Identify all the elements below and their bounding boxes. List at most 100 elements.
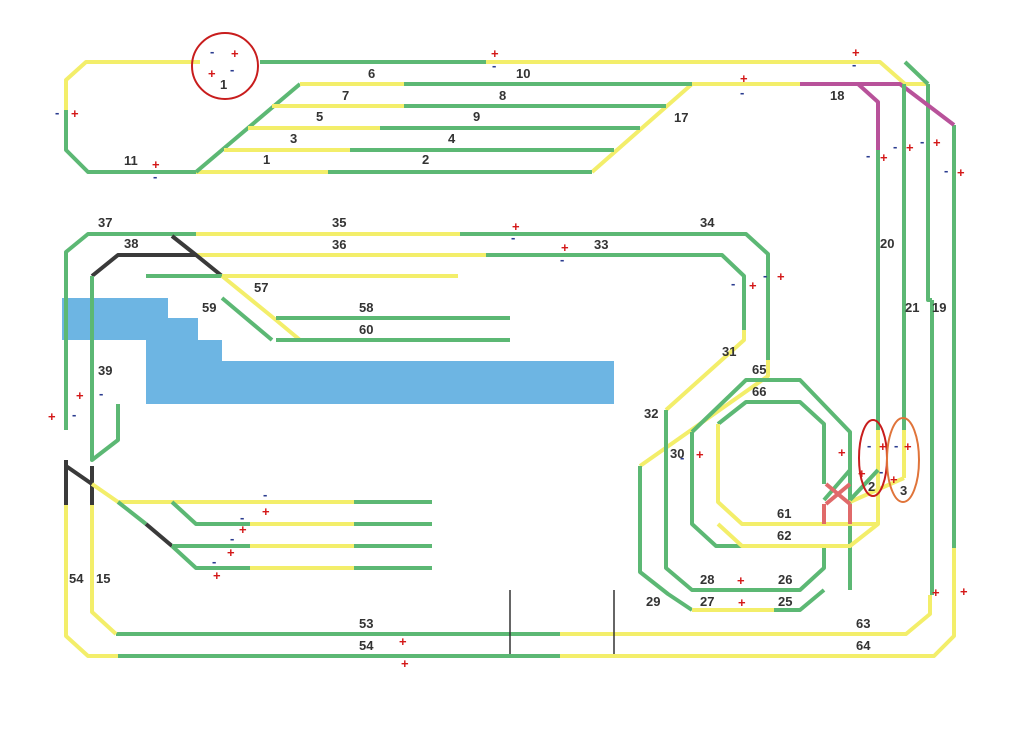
label-track-38: 38 <box>124 236 138 251</box>
track-segment <box>144 522 174 548</box>
minus-sign: - <box>212 554 216 569</box>
track-segment <box>170 234 198 257</box>
track-segment <box>170 500 250 526</box>
label-track-2: 2 <box>422 152 429 167</box>
label-track-18: 18 <box>830 88 844 103</box>
plus-sign: + <box>904 439 912 454</box>
track-29 <box>638 466 694 612</box>
label-track-60: 60 <box>359 322 373 337</box>
label-track-54-bottom: 54 <box>359 638 374 653</box>
track-30 <box>664 410 774 592</box>
minus-sign: - <box>763 268 767 283</box>
track-segment <box>64 60 200 110</box>
label-track-34: 34 <box>700 215 715 230</box>
label-track-25: 25 <box>778 594 792 609</box>
plus-sign: + <box>738 595 746 610</box>
plus-sign: + <box>858 466 866 481</box>
minus-sign: - <box>492 58 496 73</box>
minus-sign: - <box>230 62 234 77</box>
minus-sign: - <box>852 57 856 72</box>
polarity-marks: - + + - + - + - + - - + + - - + - + - + … <box>48 44 968 671</box>
minus-sign: - <box>99 386 103 401</box>
plus-sign: + <box>491 46 499 61</box>
plus-sign: + <box>890 472 898 487</box>
minus-sign: - <box>731 276 735 291</box>
plus-sign: + <box>208 66 216 81</box>
minus-sign: - <box>740 85 744 100</box>
marker-2-label: 2 <box>868 479 875 494</box>
track-segment <box>560 595 932 636</box>
label-track-53: 53 <box>359 616 373 631</box>
marker-circle-1 <box>191 32 259 100</box>
track-15 <box>90 505 118 636</box>
label-track-29: 29 <box>646 594 660 609</box>
track-segment <box>903 60 930 86</box>
track-segment <box>250 500 354 570</box>
label-track-27: 27 <box>700 594 714 609</box>
plus-sign: + <box>71 106 79 121</box>
minus-sign: - <box>894 438 898 453</box>
plus-sign: + <box>401 656 409 671</box>
label-track-59: 59 <box>202 300 216 315</box>
plus-sign: + <box>879 439 887 454</box>
middle-level <box>64 232 770 505</box>
minus-sign: - <box>263 487 267 502</box>
minus-sign: - <box>866 148 870 163</box>
plus-sign: + <box>231 46 239 61</box>
minus-sign: - <box>879 464 883 479</box>
helix-loops <box>638 378 905 612</box>
plus-sign: + <box>737 573 745 588</box>
plus-sign: + <box>777 269 785 284</box>
track-39 <box>90 276 120 462</box>
label-track-10: 10 <box>516 66 530 81</box>
plus-sign: + <box>227 545 235 560</box>
track-54-left <box>64 505 118 658</box>
markers <box>191 32 920 503</box>
track-65 <box>690 432 824 548</box>
label-track-63: 63 <box>856 616 870 631</box>
plus-sign: + <box>213 568 221 583</box>
track-segment <box>354 500 432 570</box>
label-track-30: 30 <box>670 446 684 461</box>
track-25 <box>774 588 826 612</box>
label-track-17: 17 <box>674 110 688 125</box>
label-track-54-left: 54 <box>69 571 84 586</box>
staging-yard <box>194 82 956 478</box>
label-track-21: 21 <box>905 300 919 315</box>
label-track-7: 7 <box>342 88 349 103</box>
track-segment <box>170 544 250 570</box>
label-track-61: 61 <box>777 506 791 521</box>
track-64 <box>560 548 956 658</box>
label-track-8: 8 <box>499 88 506 103</box>
outer-loop <box>64 60 956 658</box>
track-segment <box>64 460 94 505</box>
track-18 <box>800 82 956 127</box>
plus-sign: + <box>932 585 940 600</box>
plus-sign: + <box>740 71 748 86</box>
label-track-66: 66 <box>752 384 766 399</box>
section-dividers <box>509 590 615 654</box>
track-10-segment <box>486 60 928 86</box>
label-track-37: 37 <box>98 215 112 230</box>
marker-1-label: 1 <box>220 77 227 92</box>
minus-sign: - <box>920 134 924 149</box>
minus-sign: - <box>55 105 59 120</box>
plus-sign: + <box>696 447 704 462</box>
label-track-32: 32 <box>644 406 658 421</box>
track-26 <box>774 546 826 592</box>
track-61 <box>716 424 824 526</box>
plus-sign: + <box>76 388 84 403</box>
label-track-35: 35 <box>332 215 346 230</box>
track-19 <box>926 84 932 302</box>
plus-sign: + <box>957 165 965 180</box>
label-track-33: 33 <box>594 237 608 252</box>
track-segment <box>116 500 148 526</box>
track-labels: 1 2 3 4 5 6 7 8 9 10 11 15 17 18 19 20 2… <box>69 66 946 653</box>
minus-sign: - <box>210 44 214 59</box>
track-66 <box>716 400 826 484</box>
plus-sign: + <box>838 445 846 460</box>
label-track-11: 11 <box>124 153 138 168</box>
minus-sign: - <box>893 139 897 154</box>
label-track-9: 9 <box>473 109 480 124</box>
